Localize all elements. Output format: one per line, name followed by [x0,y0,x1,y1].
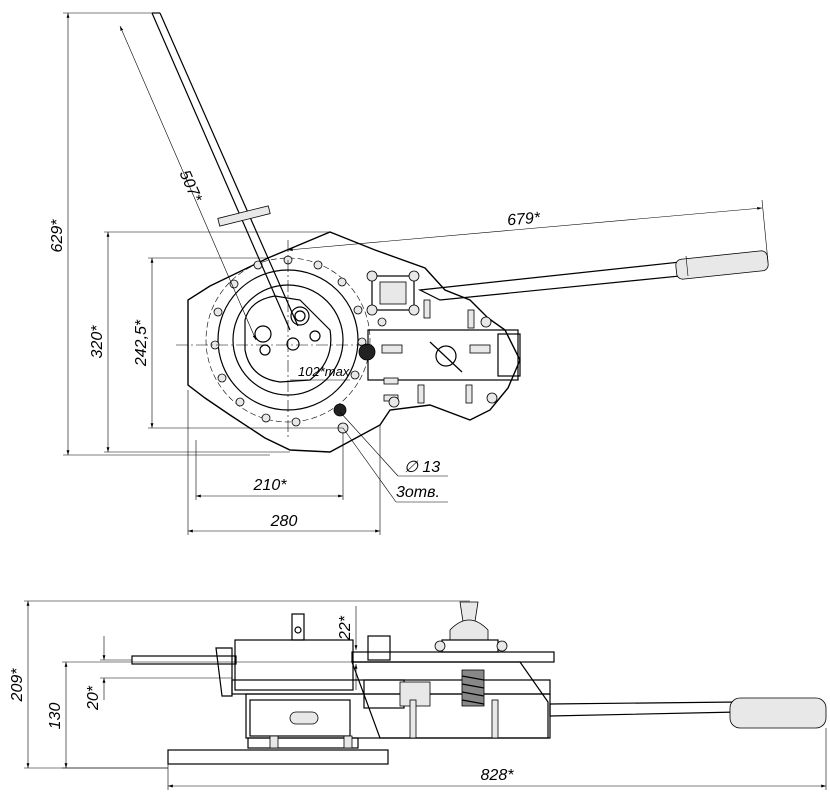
dim-hole-count: 3отв. [396,484,440,501]
main-lever [417,250,769,301]
dim-679: 679* [506,210,541,230]
upper-clamp [366,270,420,316]
plate-slots [377,299,498,408]
dim-320: 320* [89,325,106,359]
center-pin [286,337,300,351]
handle-grip [729,697,827,729]
spring [461,669,485,707]
mount-hole [333,403,347,417]
body-plate [187,231,521,453]
dim-629: 629* [49,219,66,253]
wing-nut [434,601,508,653]
dim-210: 210* [253,477,288,494]
top-view: 629* 320* 242,5* 507* 679* 102*max 210* … [49,12,769,535]
dim-209: 209* [9,668,26,703]
dim-22: 22* [337,615,354,641]
dim-242: 242,5* [133,319,150,367]
roller-bracket [358,329,521,381]
dim-20: 20* [85,685,102,711]
dim-507: 507* [176,168,205,206]
dim-280: 280 [270,513,298,530]
side-handle [549,701,739,717]
bending-cam [244,295,332,383]
dim-102: 102*max [298,364,350,379]
base-plate [167,749,389,765]
side-view: 209* 130 20* 22* 828* [9,600,827,790]
dim-130: 130 [47,703,64,730]
dim-hole-diameter: ∅ 13 [404,459,440,476]
dim-828: 828* [481,767,515,784]
